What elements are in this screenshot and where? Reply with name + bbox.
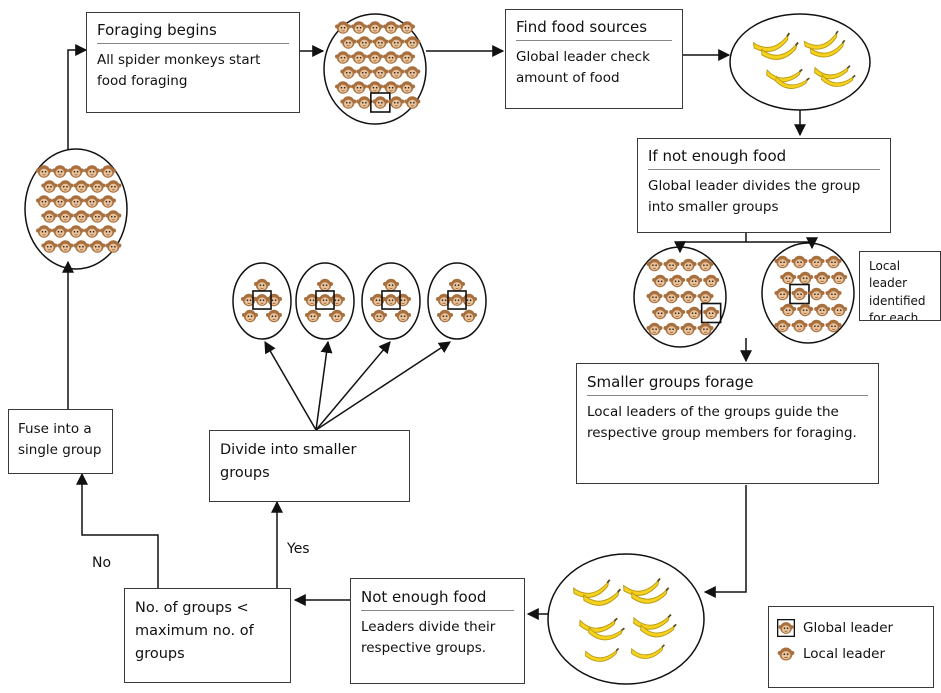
- local-leader-icon: [777, 647, 795, 661]
- global-leader-icon: [777, 619, 795, 637]
- legend-box: Global leader Local leader: [768, 606, 934, 688]
- local-leader-note-box: Local leader identified for each group: [859, 251, 941, 321]
- legend-global-row: Global leader: [777, 619, 925, 637]
- fuse-box: Fuse into a single group: [8, 409, 113, 474]
- divide-text: Divide into smaller groups: [220, 442, 357, 481]
- banana-ellipse-bottom: [547, 553, 705, 685]
- leader-marker-box: [700, 302, 722, 324]
- leader-marker-box: [447, 290, 467, 310]
- banana-ellipse-top: [729, 13, 871, 111]
- yes-label: Yes: [287, 541, 310, 557]
- not-enough-food-body: Global leader divides the group into sma…: [648, 178, 861, 215]
- leader-marker-box: [252, 290, 272, 310]
- smaller-groups-forage-title: Smaller groups forage: [587, 373, 868, 396]
- divide-box: Divide into smaller groups: [209, 430, 410, 502]
- find-food-box: Find food sources Global leader check am…: [505, 9, 683, 109]
- decision-box: No. of groups < maximum no. of groups: [124, 588, 291, 683]
- not-enough-food-2-box: Not enough food Leaders divide their res…: [350, 578, 525, 684]
- smaller-groups-forage-body: Local leaders of the groups guide the re…: [587, 404, 857, 441]
- no-label: No: [92, 555, 112, 571]
- decision-text: No. of groups < maximum no. of groups: [135, 600, 254, 662]
- not-enough-food-title: If not enough food: [648, 147, 880, 170]
- smaller-groups-forage-box: Smaller groups forage Local leaders of t…: [576, 363, 879, 484]
- foraging-begins-box: Foraging begins All spider monkeys start…: [86, 12, 300, 113]
- legend-global-label: Global leader: [803, 620, 894, 636]
- not-enough-food-2-title: Not enough food: [361, 588, 514, 611]
- leader-marker-box: [315, 290, 335, 310]
- monkey-icons: [35, 20, 848, 336]
- fuse-text: Fuse into a single group: [18, 421, 102, 459]
- foraging-begins-body: All spider monkeys start food foraging: [97, 52, 261, 89]
- local-leader-note-text: Local leader identified for each group: [869, 259, 926, 321]
- connector-arrows: [62, 44, 818, 620]
- leader-marker-box: [381, 290, 401, 310]
- find-food-title: Find food sources: [516, 18, 672, 41]
- find-food-body: Global leader check amount of food: [516, 49, 650, 86]
- legend-local-label: Local leader: [803, 646, 886, 662]
- group-ellipse-left: [24, 148, 128, 270]
- not-enough-food-2-body: Leaders divide their respective groups.: [361, 619, 496, 656]
- legend-local-row: Local leader: [777, 645, 925, 663]
- not-enough-food-box: If not enough food Global leader divides…: [637, 138, 891, 233]
- foraging-begins-title: Foraging begins: [97, 21, 289, 44]
